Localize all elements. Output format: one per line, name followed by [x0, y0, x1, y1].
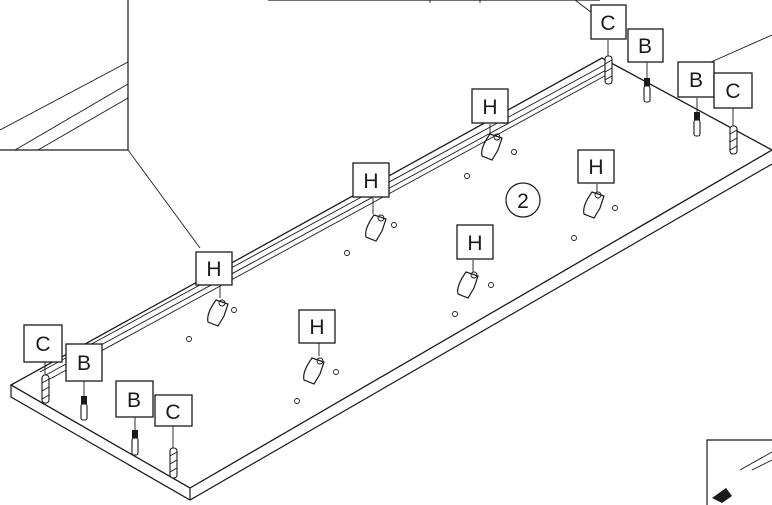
- label-c-bottom-right: C: [154, 394, 193, 427]
- step-number-text: 2: [517, 190, 529, 213]
- label-b-bottom-1-text: B: [77, 352, 91, 375]
- label-b-top-2-text: B: [689, 69, 703, 92]
- label-h-2: H: [352, 162, 390, 198]
- step-number-badge: 2: [505, 182, 541, 218]
- label-b-bottom-2-text: B: [127, 389, 141, 412]
- label-b-top-1: B: [627, 28, 664, 63]
- shelf-support-group-6: [294, 341, 339, 404]
- top-callout-fragment: [268, 0, 605, 23]
- label-h-6: H: [298, 309, 336, 344]
- cam-bolt-top-1: [643, 62, 651, 103]
- cam-bolt-top-2: [693, 98, 701, 137]
- label-h-4-text: H: [588, 156, 603, 179]
- label-b-top-1-text: B: [638, 35, 652, 58]
- label-h-6-text: H: [309, 316, 324, 339]
- label-h-5: H: [456, 224, 494, 260]
- panel-board: [9, 57, 772, 501]
- shelf-support-group-5: [452, 260, 494, 317]
- shelf-support-group-1: [186, 285, 237, 342]
- shelf-support-group-4: [571, 184, 618, 241]
- label-h-1: H: [195, 251, 233, 286]
- label-c-top-left-text: C: [600, 12, 615, 35]
- detail-callout-bottom-right: [706, 439, 772, 505]
- cam-bolt-bottom-2: [131, 417, 139, 456]
- zoom-detail-callout: [0, 0, 201, 249]
- label-c-bottom-left-text: C: [35, 333, 50, 356]
- label-h-2-text: H: [363, 170, 378, 193]
- dowel-bottom-right: [169, 426, 178, 479]
- label-h-1-text: H: [206, 258, 221, 281]
- dowel-bottom-left: [41, 362, 50, 404]
- label-c-top-left: C: [590, 4, 627, 40]
- label-h-5-text: H: [467, 232, 482, 255]
- dowel-top-left: [604, 40, 613, 85]
- label-c-top-right: C: [713, 72, 753, 109]
- dowel-top-right: [729, 108, 738, 155]
- label-b-top-2: B: [677, 61, 715, 98]
- shelf-support-group-2: [344, 198, 397, 256]
- right-leader-line: [701, 34, 772, 67]
- label-b-bottom-2: B: [115, 380, 154, 418]
- cam-bolt-bottom-1: [80, 381, 88, 421]
- shelf-support-group-3: [464, 124, 517, 179]
- label-h-3: H: [471, 88, 509, 124]
- label-b-bottom-1: B: [65, 343, 103, 382]
- label-c-bottom-right-text: C: [165, 401, 180, 424]
- label-c-top-right-text: C: [725, 80, 740, 103]
- label-h-4: H: [577, 149, 615, 184]
- label-c-bottom-left: C: [23, 324, 63, 363]
- label-h-3-text: H: [482, 96, 497, 119]
